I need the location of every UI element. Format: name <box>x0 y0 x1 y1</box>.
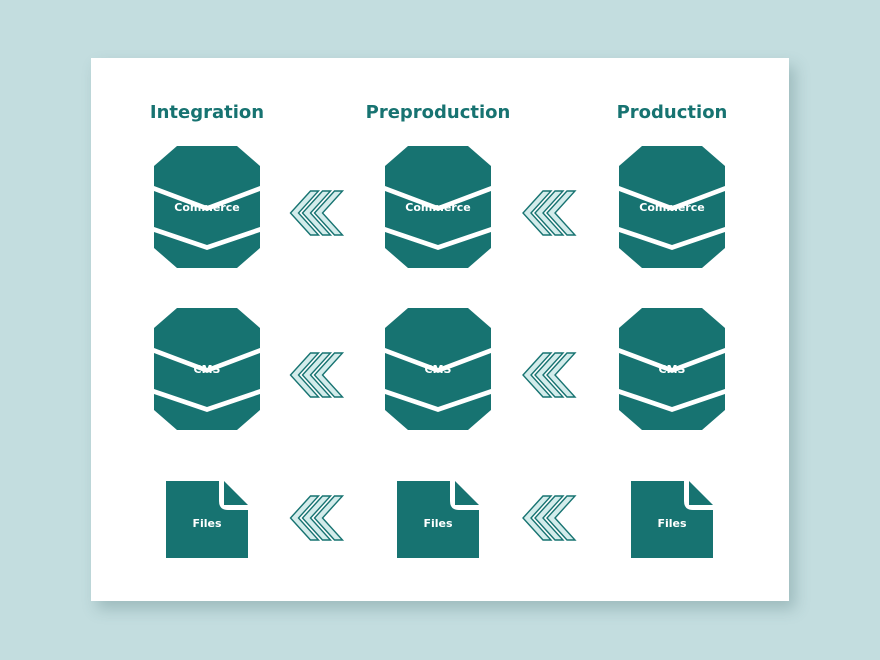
preproduction-cms-database-icon: CMS <box>385 308 491 430</box>
production-files-file-icon: Files <box>631 481 713 558</box>
column-title-production: Production <box>617 102 728 123</box>
preproduction-files-file-icon: Files <box>397 481 479 558</box>
production-commerce-database-icon: Commerce <box>619 146 725 268</box>
icon-label: Files <box>657 517 687 530</box>
integration-cms-database-icon: CMS <box>154 308 260 430</box>
icon-label: Files <box>192 517 222 530</box>
diagram-card: Integration Preproduction Production Comme… <box>91 58 789 601</box>
double-chevron-left-icon <box>522 190 576 236</box>
double-chevron-left-icon <box>289 352 344 398</box>
double-chevron-left-icon <box>289 190 344 236</box>
integration-files-file-icon: Files <box>166 481 248 558</box>
icon-label: Commerce <box>405 201 470 214</box>
icon-label: Files <box>423 517 453 530</box>
icon-label: Commerce <box>174 201 239 214</box>
icon-label: Commerce <box>639 201 704 214</box>
deployment-diagram: Integration Preproduction Production Comme… <box>150 102 728 558</box>
production-cms-database-icon: CMS <box>619 308 725 430</box>
integration-commerce-database-icon: Commerce <box>154 146 260 268</box>
double-chevron-left-icon <box>522 352 576 398</box>
preproduction-commerce-database-icon: Commerce <box>385 146 491 268</box>
double-chevron-left-icon <box>522 495 576 541</box>
column-title-integration: Integration <box>150 102 264 123</box>
icon-label: CMS <box>659 363 686 376</box>
icon-label: CMS <box>425 363 452 376</box>
column-title-preproduction: Preproduction <box>366 102 511 123</box>
double-chevron-left-icon <box>289 495 344 541</box>
icon-label: CMS <box>194 363 221 376</box>
